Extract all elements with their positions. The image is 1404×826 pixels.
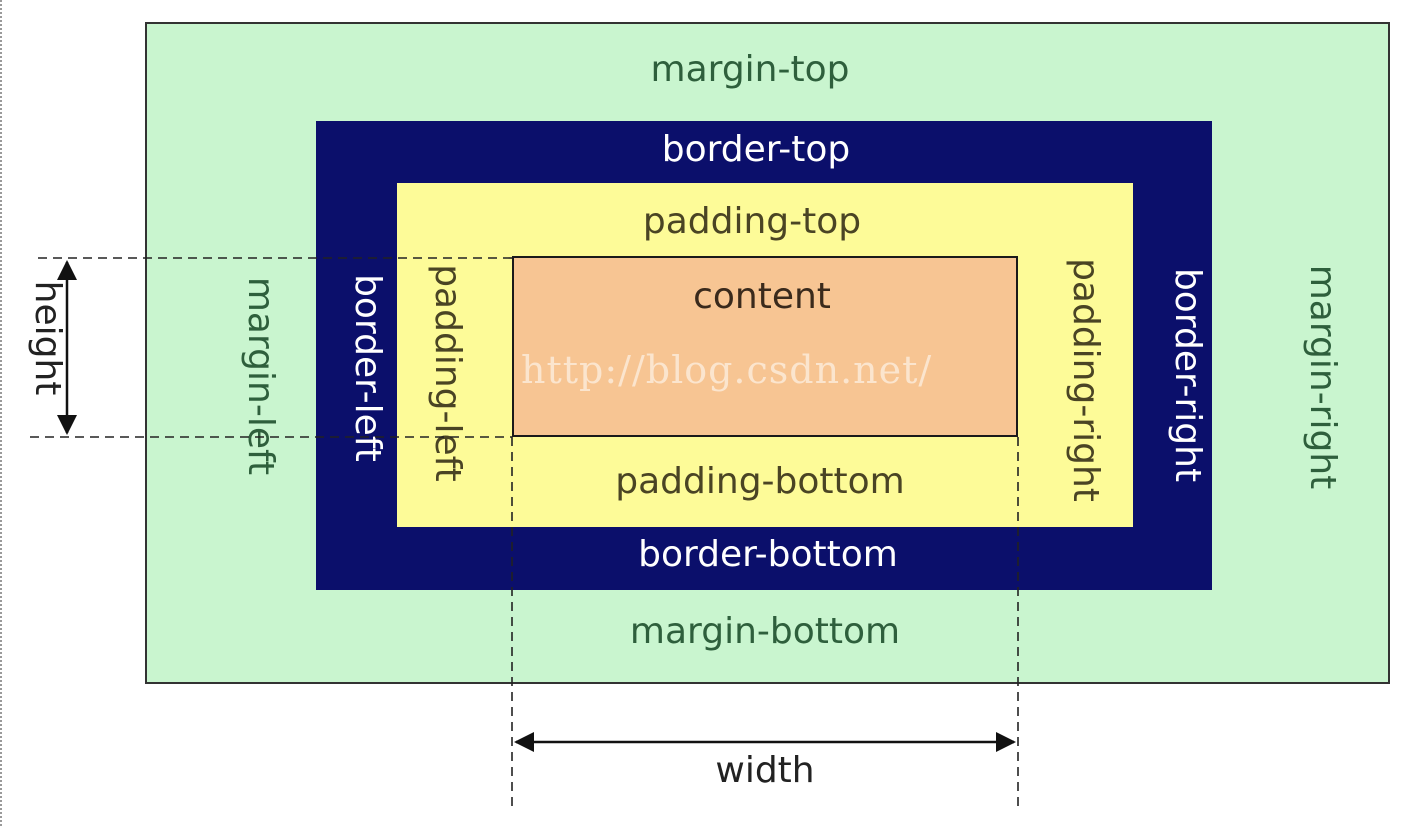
padding-top-label: padding-top <box>642 201 862 242</box>
left-edge-dotted-line <box>0 0 4 826</box>
border-bottom-label: border-bottom <box>638 534 898 575</box>
margin-bottom-label: margin-bottom <box>629 611 901 652</box>
content-area <box>512 256 1018 437</box>
height-label: height <box>27 280 68 396</box>
border-top-label: border-top <box>661 129 851 170</box>
content-label: content <box>693 276 831 317</box>
watermark-text: http://blog.csdn.net/ <box>521 348 933 392</box>
padding-bottom-label: padding-bottom <box>615 461 905 502</box>
margin-top-label: margin-top <box>650 49 850 90</box>
width-label: width <box>715 750 815 791</box>
